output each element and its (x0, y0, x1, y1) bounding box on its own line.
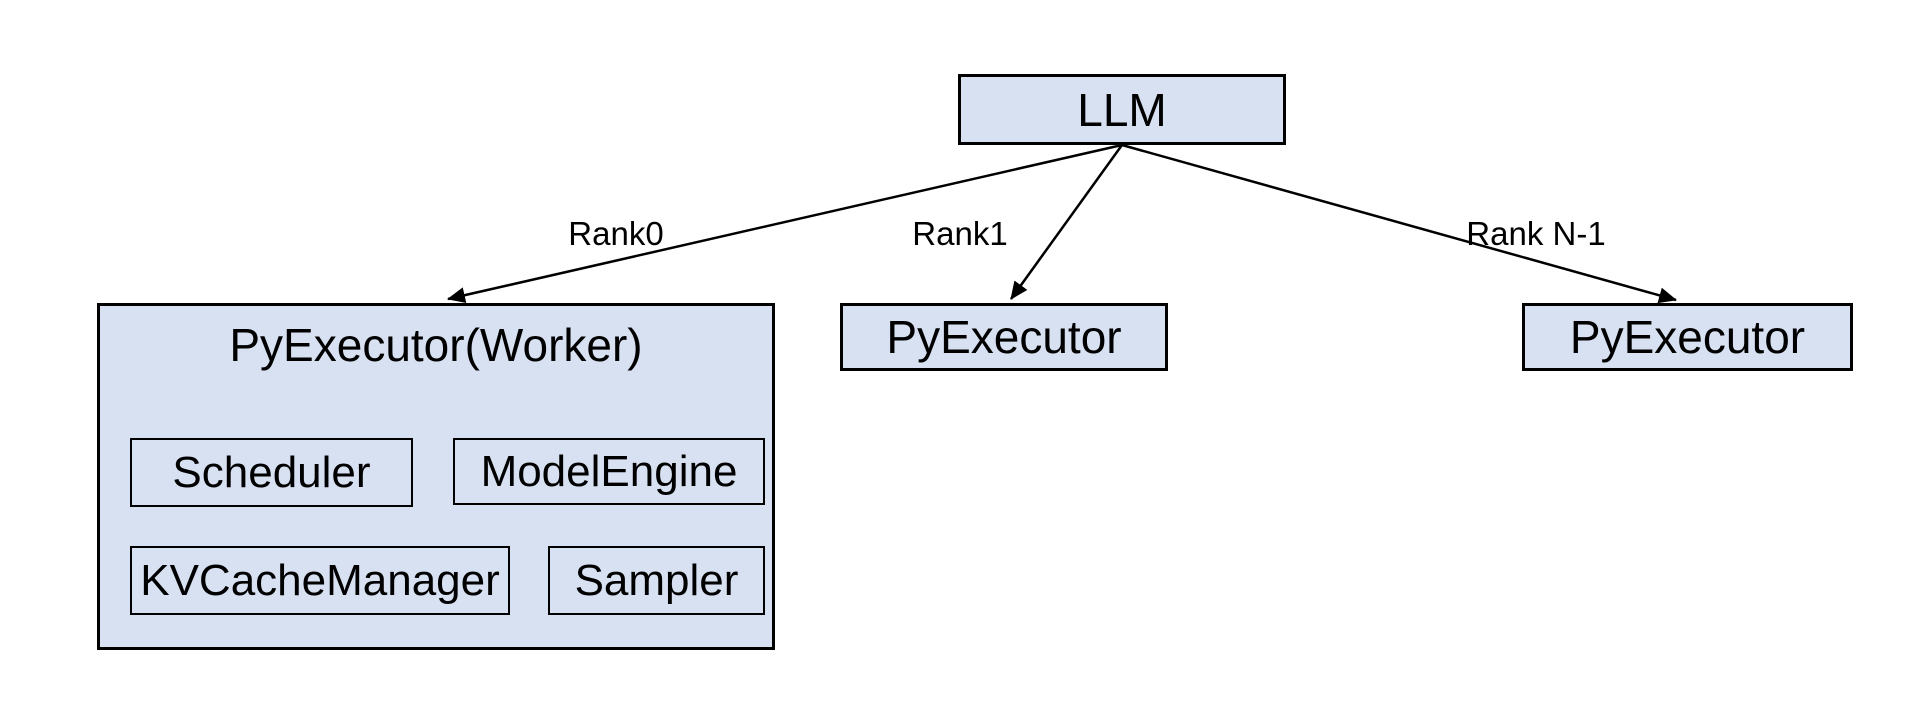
sampler-label: Sampler (574, 555, 739, 605)
pyexecutor-rank-n-1-label: PyExecutor (1569, 311, 1806, 363)
pyexecutor-rank1-label: PyExecutor (886, 311, 1122, 363)
edge-label-rank0: Rank0 (568, 215, 664, 252)
pyexecutor-worker-title: PyExecutor(Worker) (229, 319, 643, 371)
edge-label-rank-n-1: Rank N-1 (1466, 215, 1606, 252)
edge-label-rank1: Rank1 (912, 215, 1008, 252)
llm-node-label: LLM (1077, 83, 1167, 136)
kvcachemanager-box: KVCacheManager (130, 546, 510, 615)
sampler-box: Sampler (548, 546, 765, 615)
scheduler-box: Scheduler (130, 438, 413, 507)
llm-node: LLM (958, 74, 1286, 145)
pyexecutor-rank-n-1-node: PyExecutor (1522, 303, 1853, 371)
scheduler-label: Scheduler (172, 447, 371, 497)
kvcachemanager-label: KVCacheManager (140, 555, 500, 605)
modelengine-label: ModelEngine (480, 446, 738, 496)
modelengine-box: ModelEngine (453, 438, 765, 505)
pyexecutor-rank1-node: PyExecutor (840, 303, 1168, 371)
pyexecutor-worker-node: PyExecutor(Worker) Scheduler ModelEngine… (97, 303, 775, 650)
